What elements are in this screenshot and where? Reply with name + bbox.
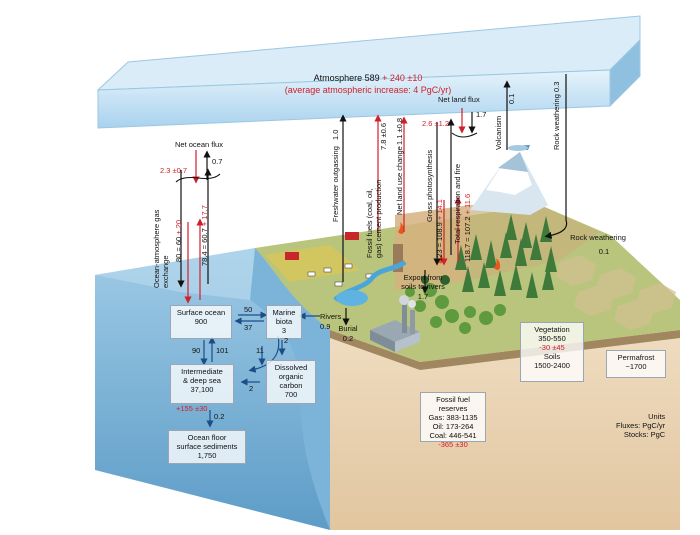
volcano-mountain (470, 145, 548, 215)
surface-ocean-title: Surface ocean (176, 308, 226, 317)
land-use-value: 1.1 ±0.8 (395, 117, 404, 145)
doc-box: Dissolved organic carbon 700 (266, 360, 316, 404)
doc-title1: Dissolved (274, 363, 308, 372)
flow-37: 37 (244, 323, 253, 332)
net-land-flux-up: 1.7 (476, 110, 487, 119)
units-stocks: Stocks: PgC (623, 430, 666, 439)
marine-biota-title2: biota (275, 317, 293, 326)
flow-11: 11 (256, 346, 264, 355)
marine-biota-value: 3 (281, 326, 287, 335)
ocean-gas-exchange-label: Ocean-atmosphere gas exchange (152, 209, 170, 288)
farmland (265, 232, 403, 287)
intermediate-sea-value: 37,100 (190, 385, 214, 394)
surface-ocean-box: Surface ocean 900 (170, 305, 232, 339)
fossil-fuels-value: 7.8 ±0.6 (379, 122, 388, 150)
rivers-title: Rivers (320, 312, 342, 321)
factory (370, 295, 420, 352)
soil-block (330, 330, 680, 530)
flow-2a: 2 (284, 336, 289, 345)
burial-value: 0.2 (342, 334, 354, 343)
ocean-floor-title1: Ocean floor (187, 433, 227, 442)
ocean-up-flux: 78.4 = 60.7 + 17.7 (200, 205, 209, 266)
export-rivers-title1: Export from (403, 273, 443, 282)
marine-biota-box: Marine biota 3 (266, 305, 302, 339)
flow-50: 50 (244, 305, 253, 314)
ocean-floor-value: 1,750 (197, 451, 217, 460)
land-flux-arrows (339, 74, 568, 326)
ocean-down-flux: 80 = 60 + 20 (174, 219, 183, 262)
ocean-floor-title2: surface sediments (176, 442, 238, 451)
soils-title: Soils (543, 352, 561, 361)
atmosphere-stock: Atmosphere 589 (313, 73, 383, 83)
ocean-floor-box: Ocean floor surface sediments 1,750 (168, 430, 246, 464)
net-land-flux-title: Net land flux (438, 95, 480, 104)
permafrost-value: ~1700 (625, 362, 647, 371)
fossil-reserves-title: Fossil fuel reserves (436, 395, 470, 413)
marine-biota-title1: Marine (272, 308, 296, 317)
atmosphere-label: Atmosphere 589 + 240 ±10 (314, 73, 423, 84)
export-rivers-title2: soils to rivers (401, 282, 445, 291)
rock-weathering-atm-value: 0.3 (552, 81, 561, 92)
surface-ocean-value: 900 (194, 317, 208, 326)
vegetation-box: Vegetation 350-550 -30 ±45 Soils 1500-24… (520, 322, 584, 382)
fossil-reserves-oil: Oil: 173-264 (432, 422, 474, 431)
atmosphere-slab (96, 15, 641, 129)
net-ocean-flux-title: Net ocean flux (175, 140, 223, 149)
soils-value: 1500-2400 (534, 361, 570, 370)
rock-weathering-land-title: Rock weathering (570, 233, 626, 242)
river-lake (333, 259, 407, 306)
burial-title: Burial (338, 324, 358, 333)
intermediate-sea-title1: Intermediate (181, 367, 223, 376)
flow-2b: 2 (249, 384, 254, 393)
flow-101: 101 (216, 346, 229, 355)
forest-trees (405, 214, 557, 334)
respiration-value: 118.7 = 107.2 + 11.6 (463, 193, 472, 262)
intermediate-sea-box: Intermediate & deep sea 37,100 (170, 364, 234, 404)
land-use-label: Net land use change (395, 146, 404, 215)
doc-title3: carbon (279, 381, 303, 390)
rivers-value: 0.9 (320, 322, 331, 331)
gross-photosynthesis-value: 123 = 108.9 + 14.1 (435, 199, 444, 262)
freshwater-outgassing-value: 1.0 (331, 129, 340, 140)
fossil-reserves-coal: Coal: 446-541 (429, 431, 477, 440)
doc-value: 700 (284, 390, 298, 399)
freshwater-outgassing-label: Freshwater outgassing (331, 146, 340, 222)
intermediate-sea-title2: & deep sea (183, 376, 221, 385)
net-land-flux-down: 2.6 ±1.2 (422, 119, 450, 128)
ocean-internal-arrows (200, 311, 320, 428)
units-fluxes: Fluxes: PgC/yr (616, 421, 666, 430)
export-rivers-value: 1.7 (417, 292, 429, 301)
permafrost-title: Permafrost (617, 353, 655, 362)
fossil-fuels-label: Fossil fuels (coal, oil, gas) cement pro… (365, 179, 383, 258)
intermediate-sea-change: +155 ±30 (176, 404, 208, 413)
fossil-reserves-box: Fossil fuel reserves Gas: 383-1135 Oil: … (420, 392, 486, 449)
respiration-label: Total respiration and fire (453, 163, 462, 244)
vegetation-title: Vegetation (534, 325, 570, 334)
doc-title2: organic (278, 372, 304, 381)
volcanism-label: Volcanism (494, 115, 503, 150)
net-ocean-flux-down: 2.3 ±0.7 (160, 166, 188, 175)
fossil-reserves-change: -365 ±30 (438, 440, 468, 449)
net-ocean-flux-up: 0.7 (212, 157, 223, 166)
volcanism-value: 0.1 (507, 93, 516, 104)
fossil-reserves-gas: Gas: 383-1135 (428, 413, 478, 422)
rock-weathering-atm-label: Rock weathering (552, 94, 561, 150)
ocean-flux-arrows (175, 150, 221, 304)
flow-90: 90 (192, 346, 201, 355)
flow-0-2: 0.2 (214, 412, 225, 421)
atmosphere-change: + 240 ±10 (382, 73, 423, 83)
permafrost-box: Permafrost ~1700 (606, 350, 666, 378)
rock-weathering-land-value: 0.1 (598, 247, 610, 256)
gross-photosynthesis-label: Gross photosynthesis (425, 149, 434, 222)
vegetation-value: 350-550 (538, 334, 566, 343)
atmosphere-increase: (average atmospheric increase: 4 PgC/yr) (284, 85, 452, 95)
units-title: Units (648, 412, 666, 421)
vegetation-change: -30 ±45 (539, 343, 565, 352)
units-legend: Units Fluxes: PgC/yr Stocks: PgC (616, 412, 665, 439)
